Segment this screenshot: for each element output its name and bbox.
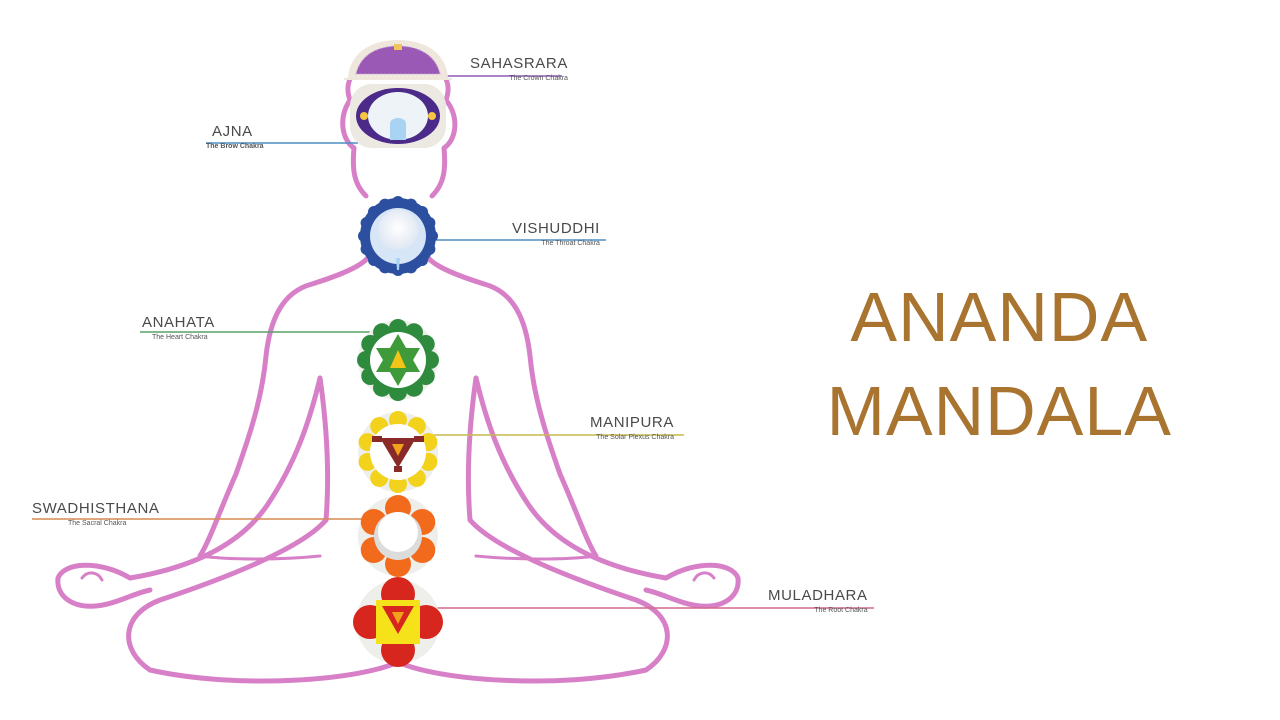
chakra-name: AJNA (212, 123, 253, 140)
label-swadhisthana: SWADHISTHANA The Sacral Chakra (32, 500, 160, 527)
brand-title: ANANDA MANDALA (827, 282, 1172, 446)
chakra-subtitle: The Root Chakra (814, 607, 868, 614)
chakra-name: VISHUDDHI (512, 220, 600, 237)
throat-chakra-icon (358, 196, 438, 276)
sacral-chakra-icon (358, 495, 438, 577)
chakra-subtitle: The Sacral Chakra (68, 520, 127, 527)
crown-chakra-icon (344, 40, 452, 80)
chakra-subtitle: The Crown Chakra (509, 75, 568, 82)
label-ajna: AJNA The Brow Chakra (206, 123, 264, 150)
chakra-name: MANIPURA (590, 414, 674, 431)
label-muladhara: MULADHARA The Root Chakra (768, 587, 868, 614)
brow-chakra-icon (350, 84, 446, 148)
chakra-subtitle: The Solar Plexus Chakra (596, 434, 674, 441)
body-outline (55, 55, 741, 684)
label-sahasrara: SAHASRARA The Crown Chakra (470, 55, 568, 82)
chakra-name: ANAHATA (142, 314, 215, 331)
chakra-name: SWADHISTHANA (32, 500, 160, 517)
brand-line-1: ANANDA (850, 278, 1149, 356)
chakra-name: MULADHARA (768, 587, 868, 604)
chakra-diagram (32, 40, 874, 684)
chakra-subtitle: The Brow Chakra (206, 143, 264, 150)
label-vishuddhi: VISHUDDHI The Throat Chakra (512, 220, 600, 247)
label-anahata: ANAHATA The Heart Chakra (142, 314, 215, 341)
chakra-subtitle: The Throat Chakra (541, 240, 600, 247)
leader-lines (32, 75, 874, 609)
heart-chakra-icon (357, 319, 439, 401)
chakra-name: SAHASRARA (470, 55, 568, 72)
brand-line-2: MANDALA (826, 372, 1172, 450)
label-manipura: MANIPURA The Solar Plexus Chakra (590, 414, 674, 441)
solar-plexus-chakra-icon (358, 411, 438, 493)
root-chakra-icon (353, 577, 443, 667)
chakra-subtitle: The Heart Chakra (152, 334, 208, 341)
